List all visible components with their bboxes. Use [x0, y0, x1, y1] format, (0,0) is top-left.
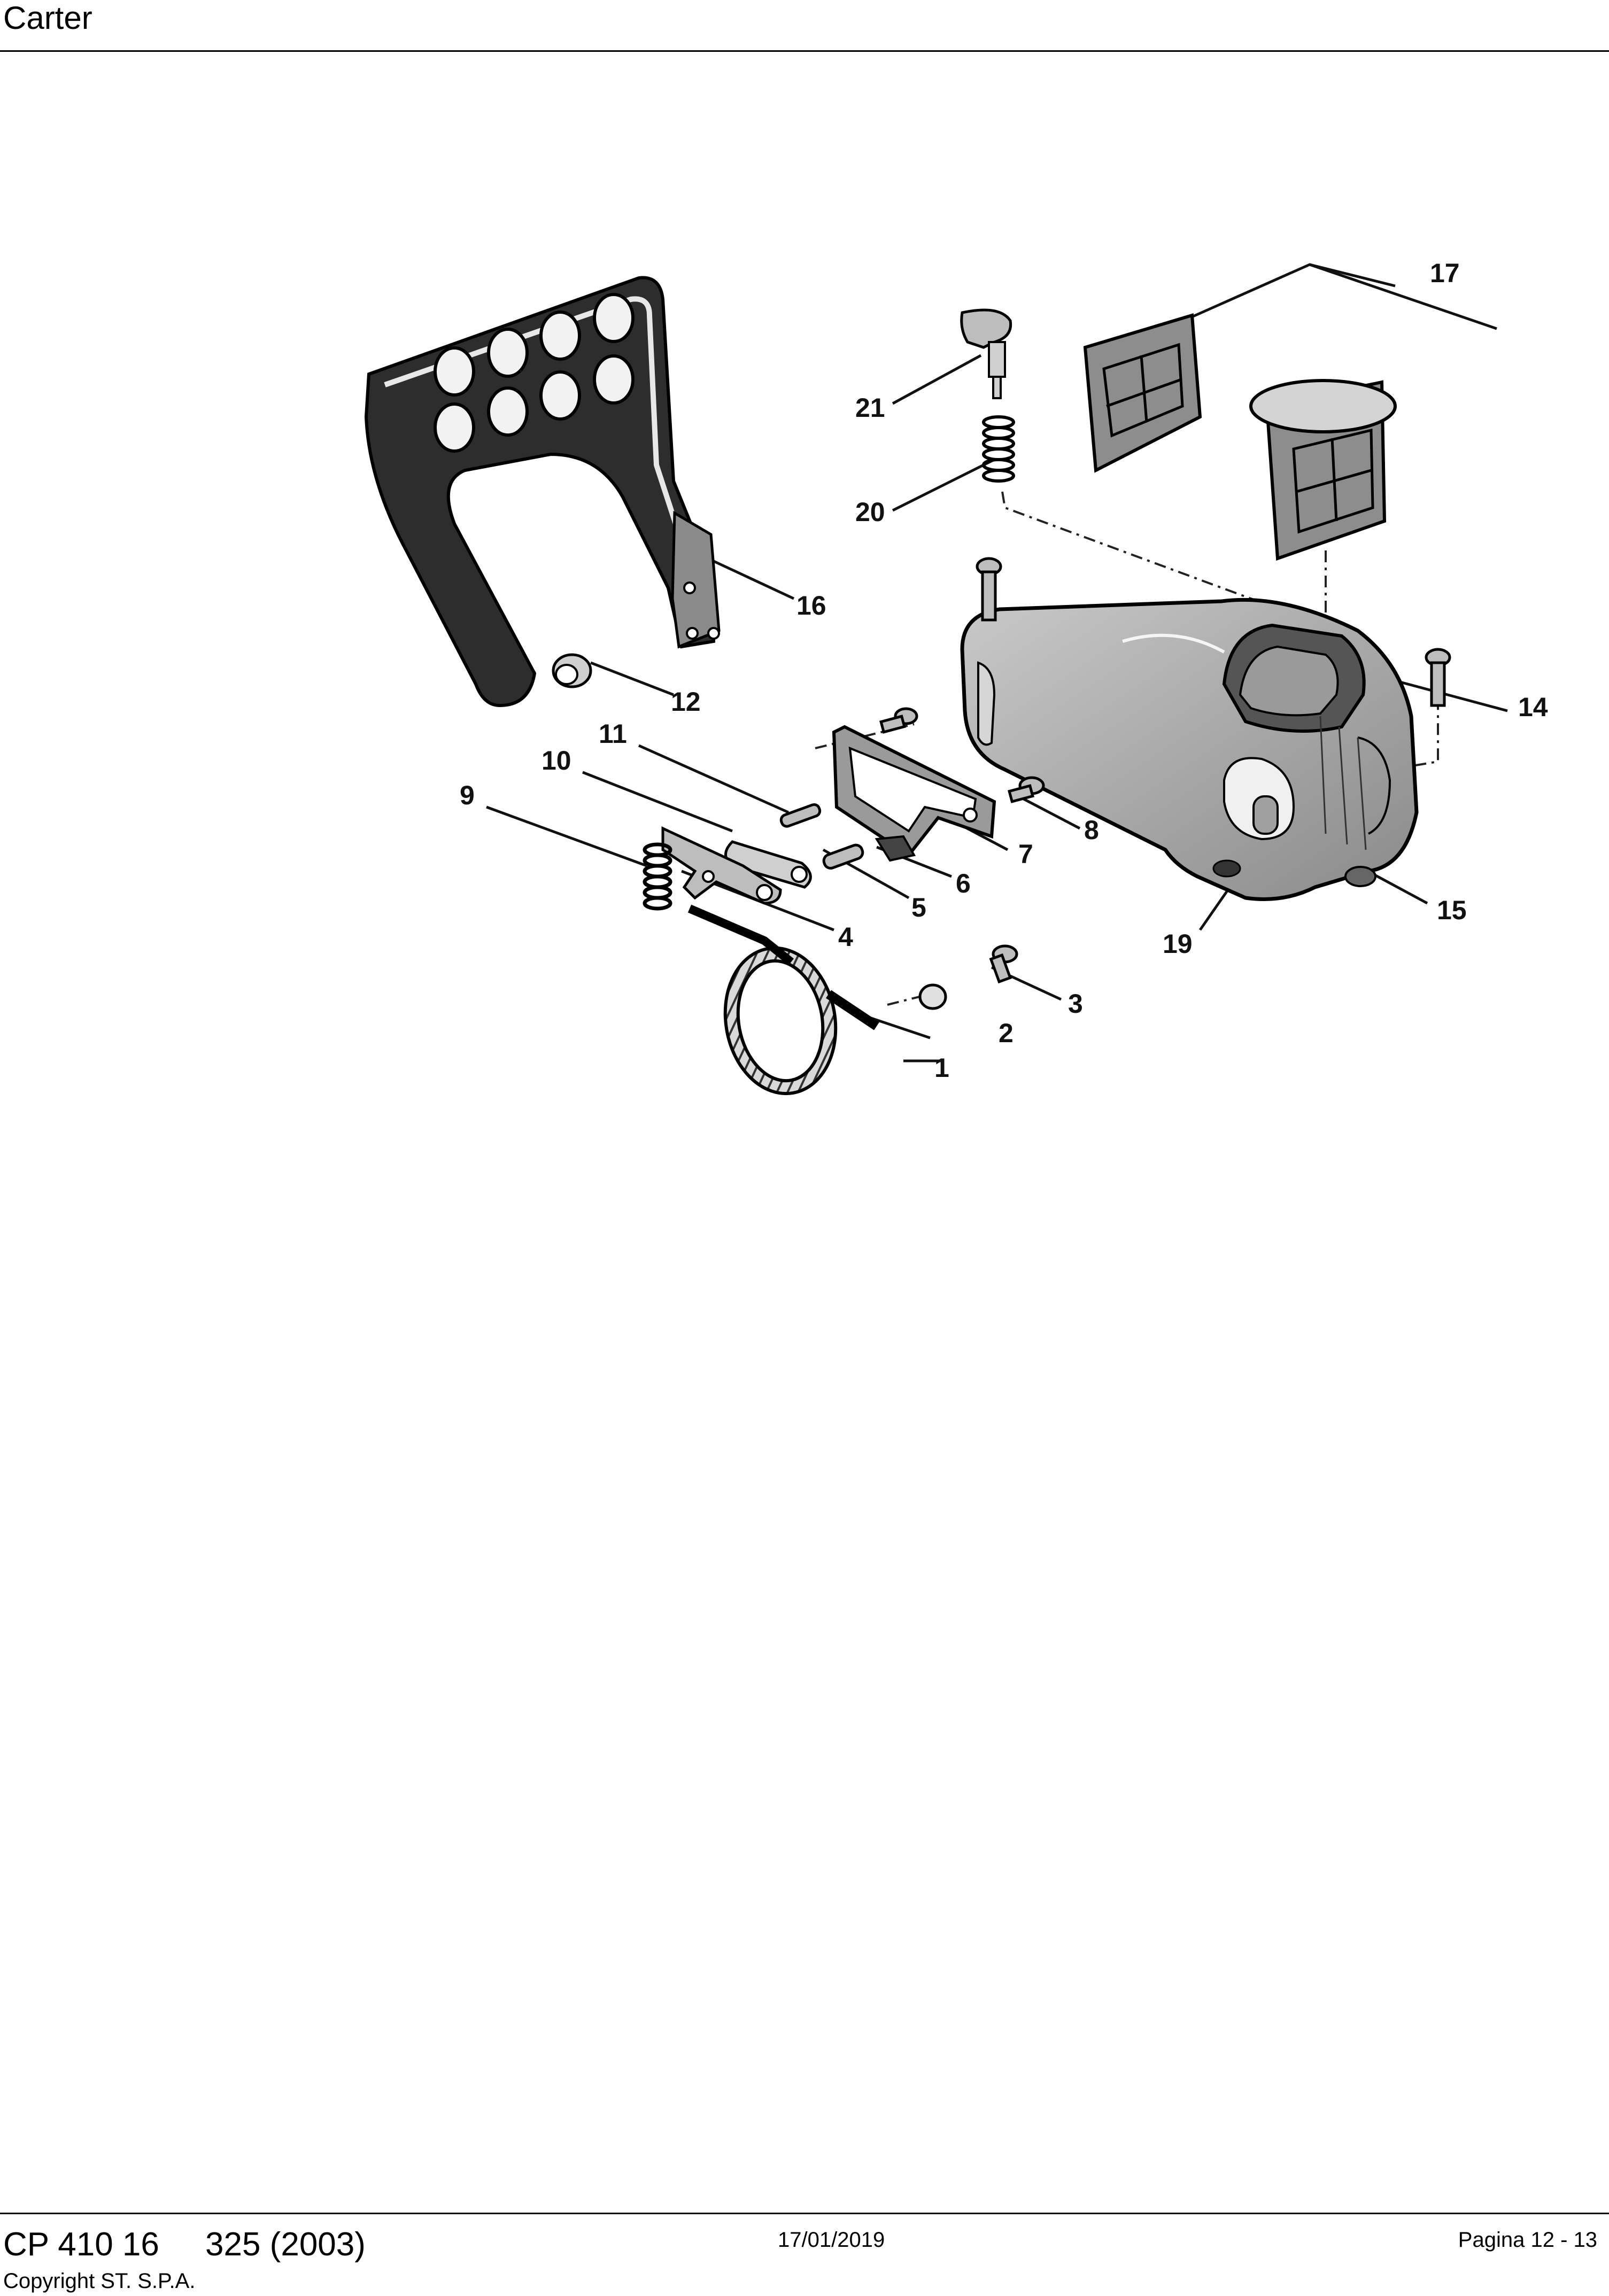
callout-17: 17: [1430, 258, 1460, 288]
callout-5: 5: [911, 893, 926, 922]
knob-part: [960, 308, 1012, 399]
callout-labels: 1 2 3 4 5 6 7 8 9 10 11 12 14 15 16 17 1…: [460, 258, 1548, 1083]
brake-lever: [661, 826, 782, 905]
model-year-code: 325 (2003): [205, 2226, 366, 2263]
callout-10: 10: [542, 746, 571, 775]
callout-12: 12: [671, 687, 701, 717]
chain-cover: [960, 598, 1419, 901]
callout-15: 15: [1437, 895, 1467, 925]
callout-11: 11: [599, 719, 627, 749]
callout-20: 20: [855, 497, 885, 527]
spring-part: [982, 415, 1015, 483]
callout-19: 19: [1163, 929, 1193, 959]
callout-2: 2: [999, 1018, 1014, 1048]
callout-6: 6: [956, 868, 971, 898]
print-date: 17/01/2019: [778, 2228, 885, 2252]
washer-part: [918, 983, 947, 1010]
coil-spring: [643, 842, 672, 911]
callout-21: 21: [855, 393, 885, 423]
link-part: [724, 840, 812, 889]
model-code: CP 410 16 325 (2003): [3, 2226, 366, 2263]
callout-8: 8: [1084, 815, 1099, 845]
model-number: CP 410 16: [3, 2226, 159, 2263]
pin-part-11: [779, 803, 822, 828]
screws: [879, 557, 1451, 984]
callout-1: 1: [934, 1053, 949, 1083]
bushing-part: [552, 653, 592, 688]
callout-4: 4: [838, 922, 853, 952]
copyright-text: Copyright ST. S.P.A.: [3, 2269, 196, 2293]
callout-7: 7: [1018, 839, 1033, 869]
leader-lines: [486, 263, 1508, 1062]
callout-9: 9: [460, 780, 475, 810]
callout-16: 16: [796, 591, 826, 620]
callout-3: 3: [1068, 989, 1083, 1019]
air-filter-parts: [1083, 313, 1397, 561]
footer-rule: [0, 2213, 1609, 2214]
pin-part-5: [822, 843, 864, 870]
page-title: Carter: [3, 0, 92, 36]
brake-band: [687, 904, 879, 1096]
brake-plate: [832, 725, 996, 858]
page-number: Pagina 12 - 13: [1458, 2228, 1597, 2252]
header-rule: [0, 50, 1609, 52]
callout-14: 14: [1518, 692, 1548, 722]
clip-part: [875, 835, 916, 862]
chain-brake-guard: [364, 276, 721, 708]
